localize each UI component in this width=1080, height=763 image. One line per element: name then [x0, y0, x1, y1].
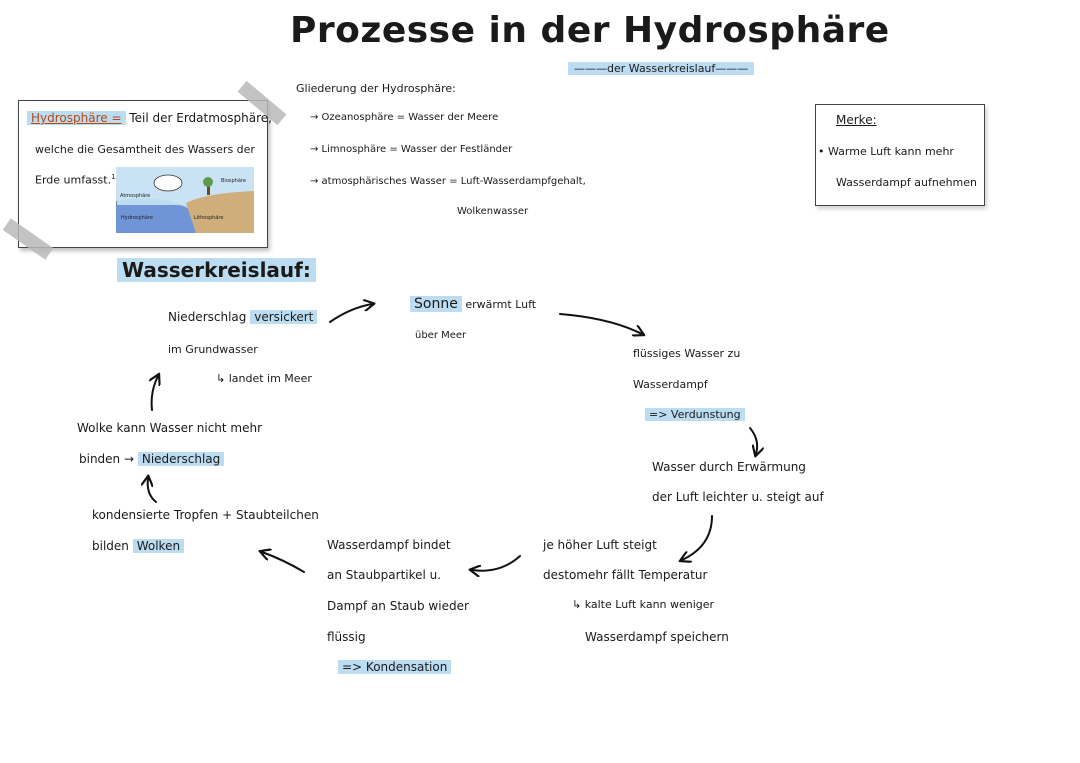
arrow-erwaermung-to-hoeher [682, 515, 713, 560]
cycle-dampf-1: Wasserdampf bindet [327, 538, 451, 552]
cycle-dampf-2: an Staubpartikel u. [327, 568, 442, 582]
cycle-erwaermung-1: Wasser durch Erwärmung [652, 460, 806, 474]
tree-trunk [207, 185, 210, 195]
label-lithosphaere: Lithosphäre [194, 215, 223, 221]
label-hydrosphaere: Hydrosphäre [121, 215, 153, 221]
gliederung-heading: Gliederung der Hydrosphäre: [296, 82, 456, 95]
merke-line-2: Wasserdampf aufnehmen [836, 176, 978, 189]
cycle-versickert: Niederschlag versickert [168, 310, 318, 324]
gliederung-item-3: → atmosphärisches Wasser = Luft-Wasserda… [310, 176, 586, 187]
merke-box: Merke: • Warme Luft kann mehr Wasserdamp… [815, 104, 985, 206]
definition-line-2: welche die Gesamtheit des Wassers der [35, 143, 255, 156]
cycle-verdunstung: => Verdunstung [645, 408, 745, 421]
cycle-sonne: Sonne [410, 296, 462, 312]
land-area [186, 191, 254, 233]
definition-card: Hydrosphäre = Teil der Erdatmosphäre, we… [18, 100, 272, 248]
cycle-meer: ↳ landet im Meer [216, 372, 312, 385]
cycle-dampf-3: Dampf an Staub wieder [327, 599, 469, 613]
cycle-sonne-line: Sonne erwärmt Luft [410, 296, 536, 312]
arrow-sonne-to-fluessig [559, 313, 642, 334]
definition-footnote: 1 [111, 173, 116, 181]
cycle-sonne-line-2: über Meer [415, 330, 467, 341]
definition-line-3: Erde umfasst.1 [35, 173, 116, 187]
tree-icon [203, 177, 213, 187]
cycle-fluessig-2: Wasserdampf [633, 378, 708, 391]
gliederung-item-2: → Limnosphäre = Wasser der Festländer [310, 144, 513, 155]
gliederung-item-1: → Ozeanosphäre = Wasser der Meere [310, 112, 499, 123]
cycle-wolken: Wolken [132, 539, 185, 553]
definition-term: Hydrosphäre = [27, 111, 126, 125]
definition-text-1: Teil der Erdatmosphäre, [129, 111, 272, 125]
cycle-grundwasser: im Grundwasser [168, 343, 258, 356]
cycle-hoeher-2: destomehr fällt Temperatur [543, 568, 708, 582]
cycle-tropfen-2: bilden [92, 539, 129, 553]
merke-heading: Merke: [836, 113, 877, 127]
section-heading-wasserkreislauf: Wasserkreislauf: [117, 258, 316, 282]
arrow-dampf-to-wolken [262, 552, 305, 573]
cycle-hoeher-3: ↳ kalte Luft kann weniger [572, 598, 715, 611]
cycle-erwaermung-2: der Luft leichter u. steigt auf [652, 490, 824, 504]
page-subtitle: der Wasserkreislauf [568, 62, 755, 75]
cycle-tropfen-1: kondensierte Tropfen + Staubteilchen [92, 508, 319, 522]
cycle-versickert-pre: Niederschlag [168, 310, 247, 324]
cycle-dampf-4: flüssig [327, 630, 366, 644]
cycle-wolke-2: binden → [79, 452, 135, 466]
cycle-fluessig-1: flüssiges Wasser zu [633, 347, 741, 360]
cycle-versickert-highlight: versickert [250, 310, 318, 324]
label-atmosphaere: Atmosphäre [120, 193, 150, 199]
merke-line-1: • Warme Luft kann mehr [818, 145, 954, 158]
cycle-hoeher-1: je höher Luft steigt [543, 538, 657, 552]
cycle-tropfen-2-line: bilden Wolken [92, 539, 185, 553]
hydrosphere-diagram: Atmosphäre Biosphäre Hydrosphäre Lithosp… [116, 167, 254, 233]
gliederung-item-3-cont: Wolkenwasser [457, 206, 529, 217]
arrow-versickert-to-sonne [329, 304, 372, 323]
cloud-icon [153, 174, 183, 192]
ocean-area [116, 205, 196, 233]
arrow-hoeher-to-dampf [472, 555, 521, 571]
cycle-wolke-1: Wolke kann Wasser nicht mehr [77, 421, 263, 435]
cycle-hoeher-4: Wasserdampf speichern [585, 630, 729, 644]
arrow-wolke-to-versickert [152, 376, 158, 411]
arrow-wolken-to-wolke [148, 478, 157, 503]
page-title: Prozesse in der Hydrosphäre [290, 10, 890, 51]
definition-line-1: Hydrosphäre = Teil der Erdatmosphäre, [27, 111, 272, 125]
cycle-kondensation: => Kondensation [338, 660, 452, 674]
cycle-sonne-rest: erwärmt Luft [465, 298, 537, 311]
definition-text-3: Erde umfasst. [35, 173, 112, 187]
cycle-niederschlag: Niederschlag [137, 452, 225, 466]
arrow-verdunstung-to-erwaermung [749, 427, 757, 454]
label-biosphaere: Biosphäre [221, 178, 246, 184]
cycle-wolke-2-line: binden → Niederschlag [79, 452, 225, 466]
